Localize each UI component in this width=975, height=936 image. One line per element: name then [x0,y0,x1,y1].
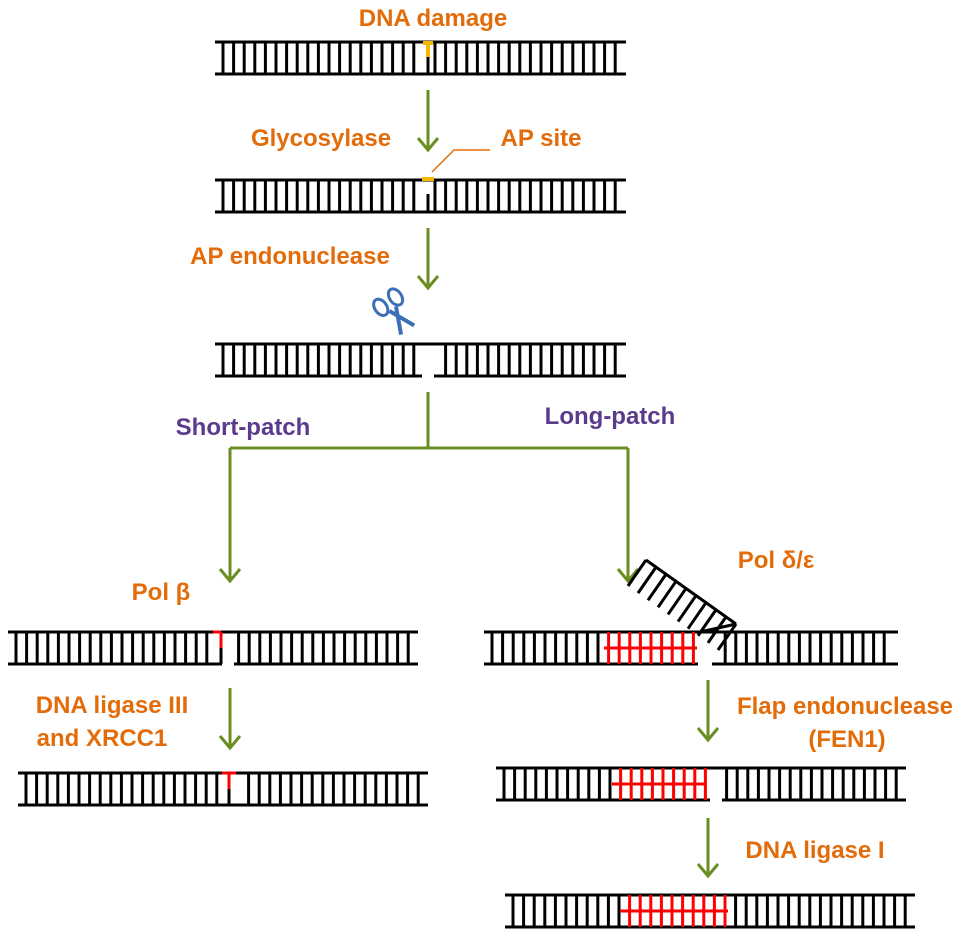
label-dna-ligase-iii: DNA ligase III [36,692,188,719]
label-and-xrcc1: and XRCC1 [37,725,168,752]
dna-duplex-nicked [215,342,626,378]
dna-duplex-damaged [215,40,626,76]
arrow-damage-to-glycosylase-head [416,137,440,153]
label-dna-ligase-i: DNA ligase I [745,837,884,864]
dna-duplex-pol-beta [8,630,418,666]
scissors-icon [372,287,416,335]
dna-duplex-fen1 [496,766,906,802]
arrow-glycosylase-to-ap-endonuclease-head [416,275,440,291]
label-ap-site: AP site [501,125,582,152]
arrow-long-patch-head [616,568,640,584]
label-short-patch: Short-patch [176,414,311,441]
label-long-patch: Long-patch [545,403,676,430]
arrow-pol-beta-to-ligase-iii-head [218,735,242,751]
label-ap-endonuclease: AP endonuclease [190,243,390,270]
label-pol-delta-epsilon: Pol δ/ε [738,547,815,574]
arrow-fen1-to-ligase-i-head [696,863,720,879]
dna-duplex-ligase-i [505,893,915,929]
dna-duplex-ligase-iii [18,771,428,807]
arrow-pol-delta-to-fen1-head [696,727,720,743]
arrow-short-patch-head [218,568,242,584]
label-glycosylase: Glycosylase [251,125,391,152]
dna-duplex-ap-site [215,177,626,214]
ap-site-pointer [431,149,490,173]
label-flap-endonuclease: Flap endonuclease [737,693,953,720]
label-dna-damage: DNA damage [359,5,507,32]
displaced-flap [626,558,738,651]
label-fen1: (FEN1) [808,726,885,753]
dna-duplex-pol-delta [484,630,898,666]
label-pol-beta: Pol β [132,579,191,606]
